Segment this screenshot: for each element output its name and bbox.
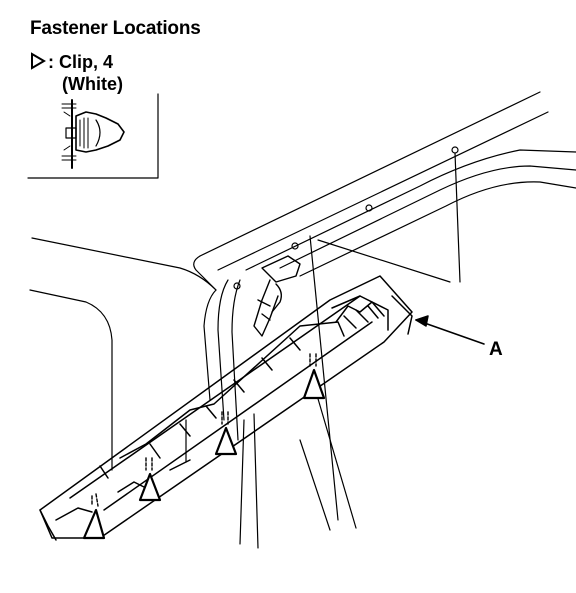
legend-clip-label: : Clip, 4	[48, 52, 114, 72]
garnish-assembly-a	[39, 275, 485, 541]
roof-panel	[29, 91, 576, 549]
clip-marker-1	[82, 493, 106, 540]
legend-clip-color: (White)	[62, 74, 123, 95]
clip-marker-3	[214, 411, 238, 456]
diagram-title: Fastener Locations	[30, 18, 201, 39]
triangle-outline-icon	[30, 52, 48, 74]
hook-bracket	[253, 255, 301, 337]
clip-legend: : Clip, 4 (White)	[30, 52, 123, 94]
clip-marker-4	[302, 353, 326, 400]
clip-marker-2	[138, 457, 162, 502]
clip-detail-inset	[27, 93, 159, 179]
callout-label-a: A	[489, 339, 503, 360]
